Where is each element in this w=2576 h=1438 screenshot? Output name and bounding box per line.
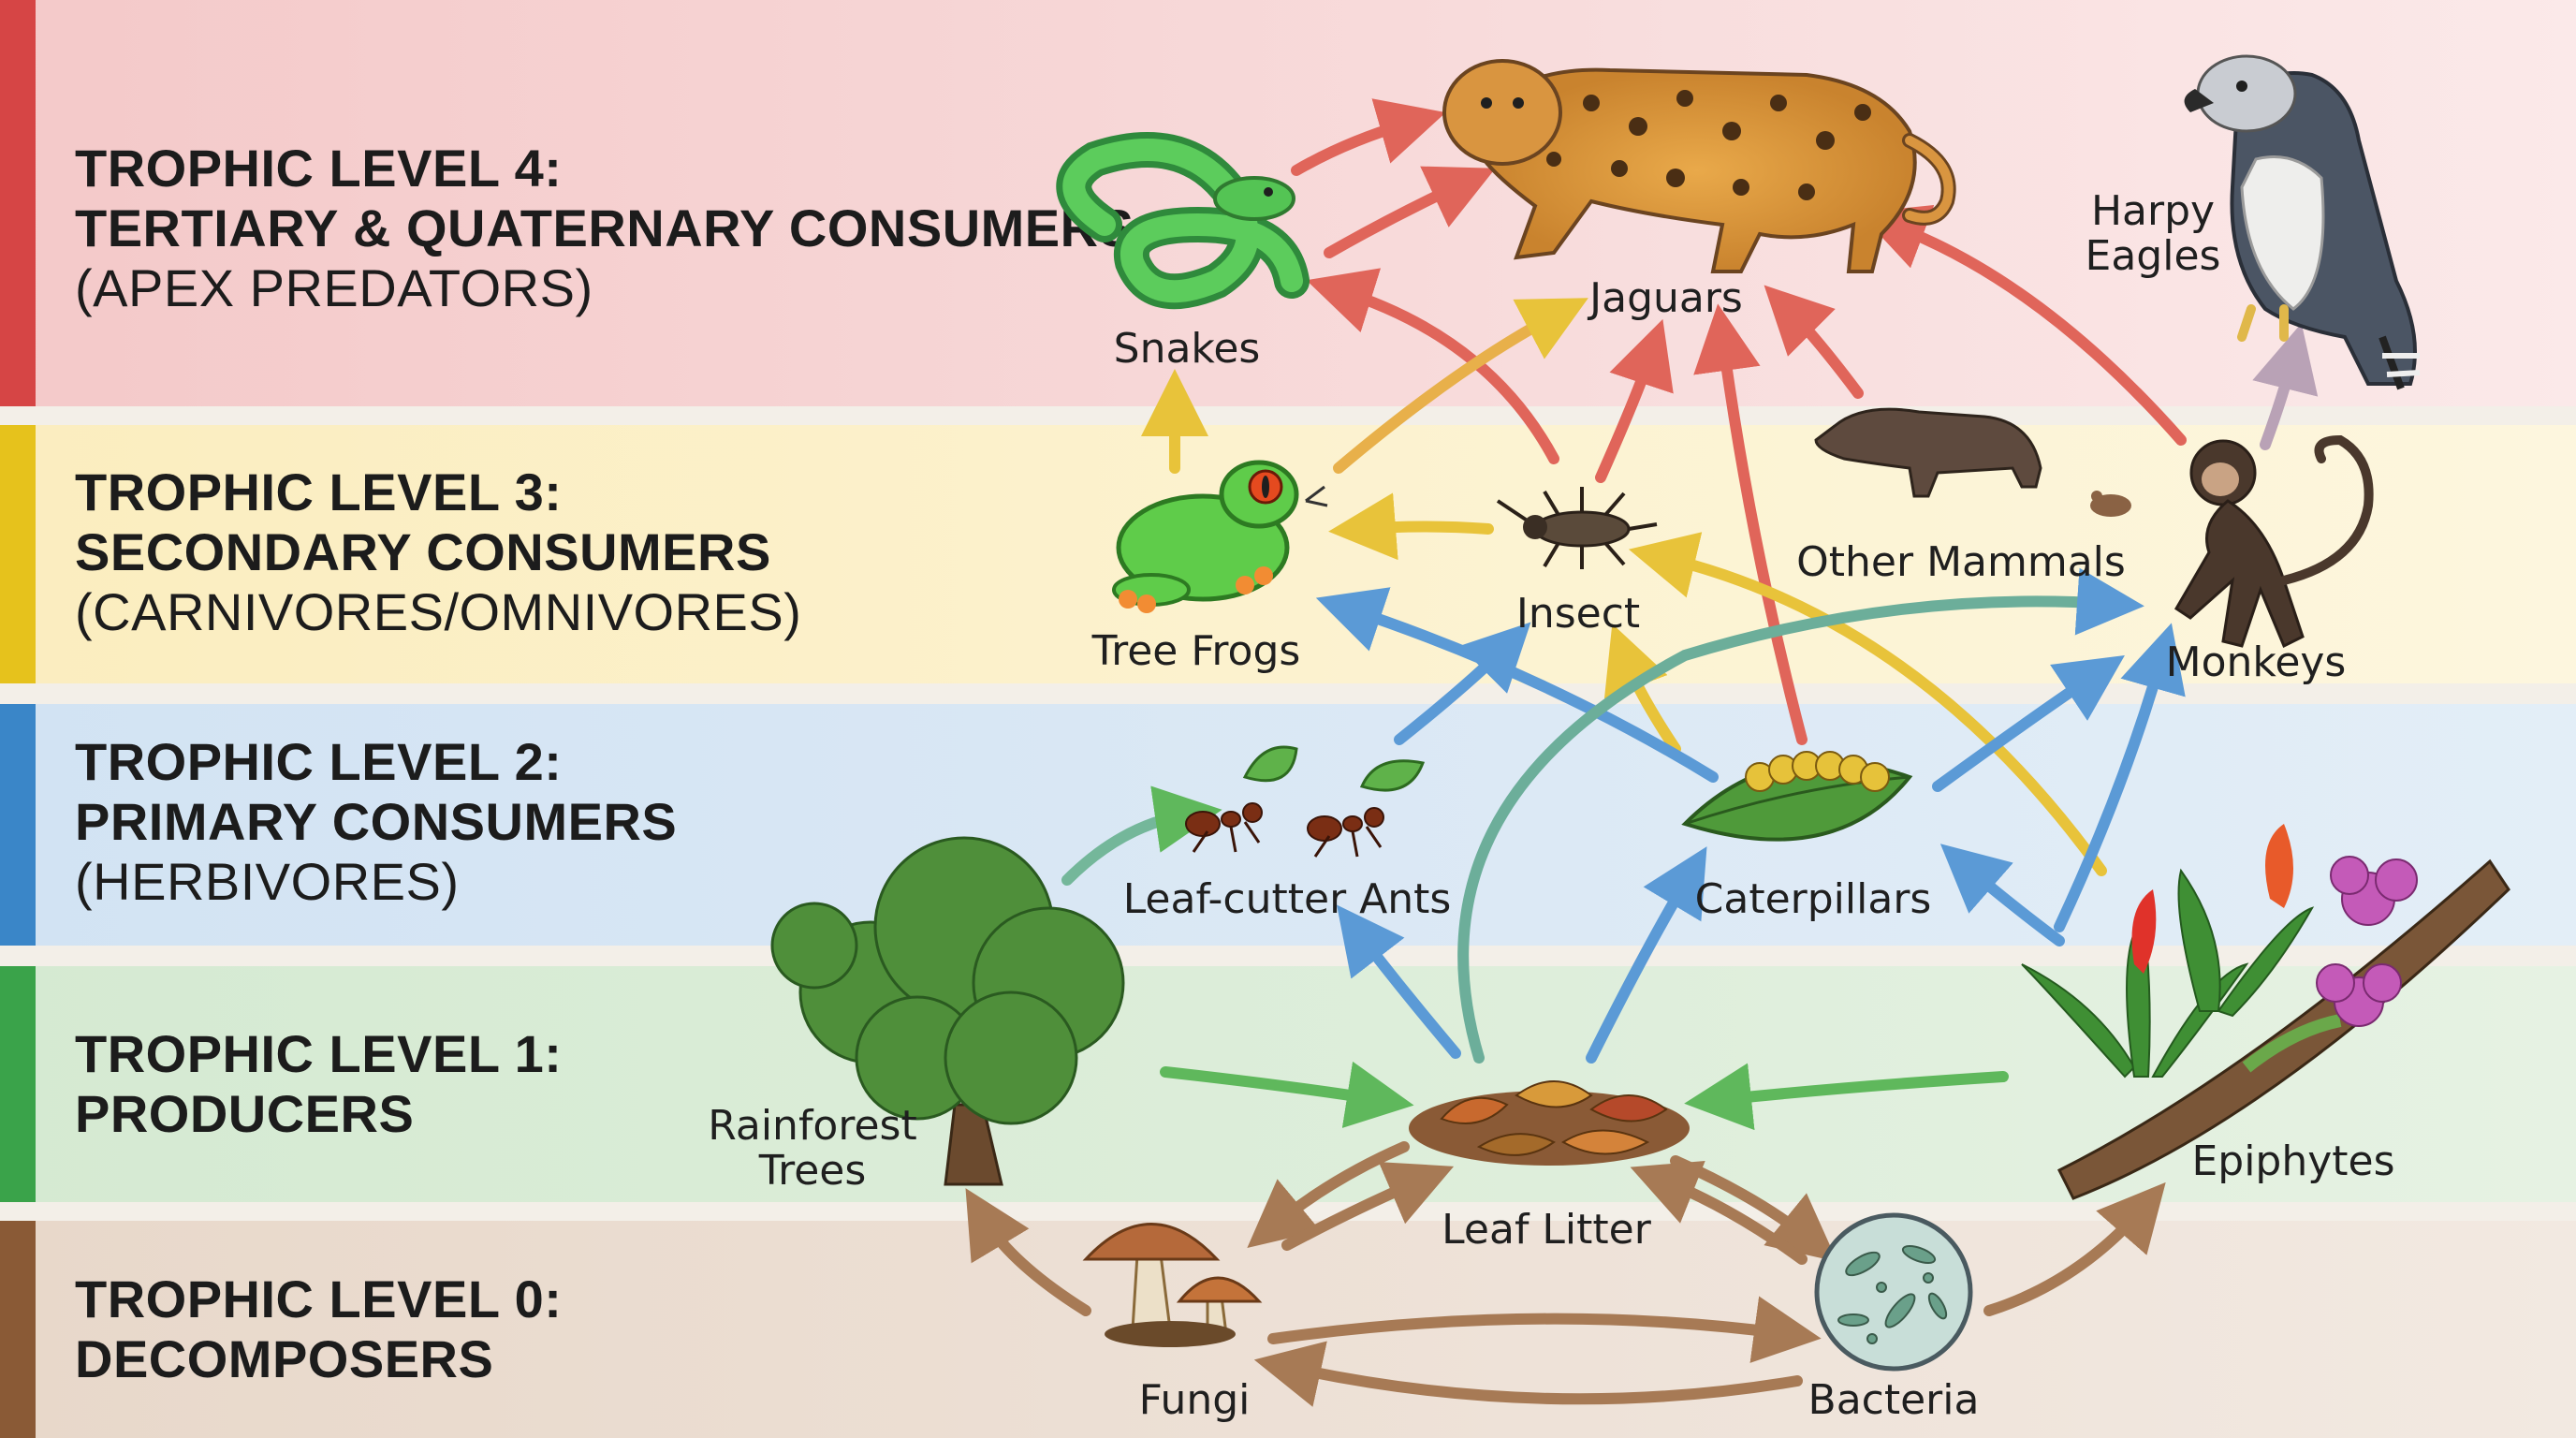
arrow-snake-to-jaguar-2 — [1324, 166, 1496, 258]
level-4-stripe — [0, 0, 36, 406]
rainforest-tree-illustration — [770, 836, 1125, 1186]
organism-labels: Jaguars Snakes Harpy Eagles Tree Frogs I… — [708, 187, 2394, 1424]
bacteria-illustration — [1814, 1212, 1973, 1372]
snake-illustration — [1056, 132, 1310, 310]
arrow-litter-to-monkey-teal — [1457, 567, 2144, 1064]
arrow-monkey-to-jaguar — [1859, 204, 2187, 446]
arrow-fungi-to-bacteria — [1267, 1296, 1822, 1363]
arrow-bacteria-to-litter — [1630, 1160, 1808, 1265]
arrow-tree-to-litter — [1160, 1061, 1414, 1128]
level-0-line2: DECOMPOSERS — [75, 1329, 494, 1388]
arrow-fungi-to-litter — [1281, 1162, 1455, 1251]
leaf-litter-illustration — [1409, 1080, 1690, 1166]
caterpillar-illustration — [1681, 751, 1913, 842]
level-4-line3: (APEX PREDATORS) — [75, 258, 593, 317]
level-3-line2: SECONDARY CONSUMERS — [75, 522, 771, 581]
tree-frog-illustration — [1112, 460, 1328, 613]
leaf-cutter-ants-illustration — [1185, 745, 1426, 858]
level-0-line1: TROPHIC LEVEL 0: — [75, 1269, 563, 1328]
label-monkeys: Monkeys — [2166, 638, 2347, 686]
arrows — [965, 98, 2319, 1407]
level-3-line3: (CARNIVORES/OMNIVORES) — [75, 582, 802, 641]
level-2-title: TROPHIC LEVEL 2: PRIMARY CONSUMERS (HERB… — [75, 732, 677, 912]
level-2-line3: (HERBIVORES) — [75, 852, 460, 911]
label-harpy: Harpy — [2091, 187, 2215, 235]
arrow-epiphyte-to-caterpillar — [1939, 844, 2065, 946]
arrow-caterpillar-to-insect — [1603, 624, 1681, 755]
label-epiphytes: Epiphytes — [2191, 1137, 2394, 1185]
harpy-eagle-illustration — [2184, 54, 2421, 390]
level-1-stripe — [0, 966, 36, 1202]
epiphytes-illustration — [2021, 824, 2510, 1200]
arrow-epiphyte-to-monkey — [2054, 623, 2186, 932]
label-eagles: Eagles — [2086, 232, 2221, 280]
arrow-litter-to-fungi — [1247, 1141, 1410, 1249]
arrow-tree-to-ants — [1061, 785, 1222, 886]
other-mammals-illustration — [1814, 407, 2131, 517]
arrow-litter-to-caterpillar — [1586, 846, 1707, 1064]
arrow-mammals-to-jaguar — [1764, 285, 1864, 399]
arrow-ants-to-insect — [1394, 622, 1531, 745]
level-2-stripe — [0, 704, 36, 946]
label-snakes: Snakes — [1114, 325, 1261, 373]
label-insect: Insect — [1516, 590, 1640, 638]
label-tree-frogs: Tree Frogs — [1091, 627, 1301, 675]
arrow-bacteria-to-fungi — [1253, 1341, 1803, 1407]
level-4-line2: TERTIARY & QUATERNARY CONSUMERS — [75, 198, 1134, 257]
arrow-snake-to-jaguar — [1291, 98, 1446, 176]
label-bacteria: Bacteria — [1808, 1376, 1980, 1424]
insect-illustration — [1496, 487, 1658, 569]
label-caterpillars: Caterpillars — [1695, 875, 1932, 923]
level-4-line1: TROPHIC LEVEL 4: — [75, 139, 563, 198]
label-other-mammals: Other Mammals — [1796, 538, 2126, 586]
arrow-bacteria-to-epiphytes — [1983, 1181, 2166, 1316]
arrow-frog-to-jaguar — [1333, 298, 1588, 474]
arrow-epiphyte-to-insect — [1628, 532, 2107, 876]
label-fungi: Fungi — [1139, 1376, 1251, 1424]
level-4-title: TROPHIC LEVEL 4: TERTIARY & QUATERNARY C… — [75, 139, 1134, 318]
monkey-illustration — [2174, 434, 2374, 649]
arrow-caterpillar-to-monkey — [1932, 655, 2125, 792]
label-leaf-litter: Leaf Litter — [1442, 1206, 1652, 1254]
arrow-insect-to-frog — [1328, 492, 1494, 561]
label-leaf-cutter-ants: Leaf-cutter Ants — [1123, 875, 1452, 923]
level-2-line1: TROPHIC LEVEL 2: — [75, 732, 563, 791]
level-2-line2: PRIMARY CONSUMERS — [75, 792, 678, 851]
arrow-insect-to-snake — [1306, 268, 1559, 464]
label-rainforest: Rainforest — [708, 1102, 916, 1150]
level-3-line1: TROPHIC LEVEL 3: — [75, 462, 563, 521]
label-trees: Trees — [758, 1147, 867, 1195]
arrow-insect-to-jaguar — [1595, 318, 1674, 483]
level-3-stripe — [0, 425, 36, 683]
level-1-line1: TROPHIC LEVEL 1: — [75, 1024, 563, 1083]
level-1-line2: PRODUCERS — [75, 1084, 415, 1143]
label-jaguars: Jaguars — [1587, 274, 1743, 322]
arrow-caterpillar-to-frog — [1315, 587, 1719, 783]
level-0-stripe — [0, 1221, 36, 1438]
level-3-title: TROPHIC LEVEL 3: SECONDARY CONSUMERS (CA… — [75, 462, 801, 642]
level-4-band: TROPHIC LEVEL 4: TERTIARY & QUATERNARY C… — [0, 0, 2576, 406]
arrow-fungi-to-trees — [965, 1188, 1091, 1316]
level-0-title: TROPHIC LEVEL 0: DECOMPOSERS — [75, 1269, 562, 1389]
arrow-epiphyte-to-litter — [1684, 1063, 2009, 1131]
arrow-litter-to-ants — [1337, 904, 1461, 1059]
jaguar-illustration — [1442, 59, 1956, 273]
fungi-illustration — [1082, 1223, 1263, 1347]
level-1-title: TROPHIC LEVEL 1: PRODUCERS — [75, 1024, 562, 1144]
arrow-monkey-to-eagle — [2252, 323, 2319, 450]
arrow-caterpillar-to-jaguar — [1693, 303, 1808, 745]
